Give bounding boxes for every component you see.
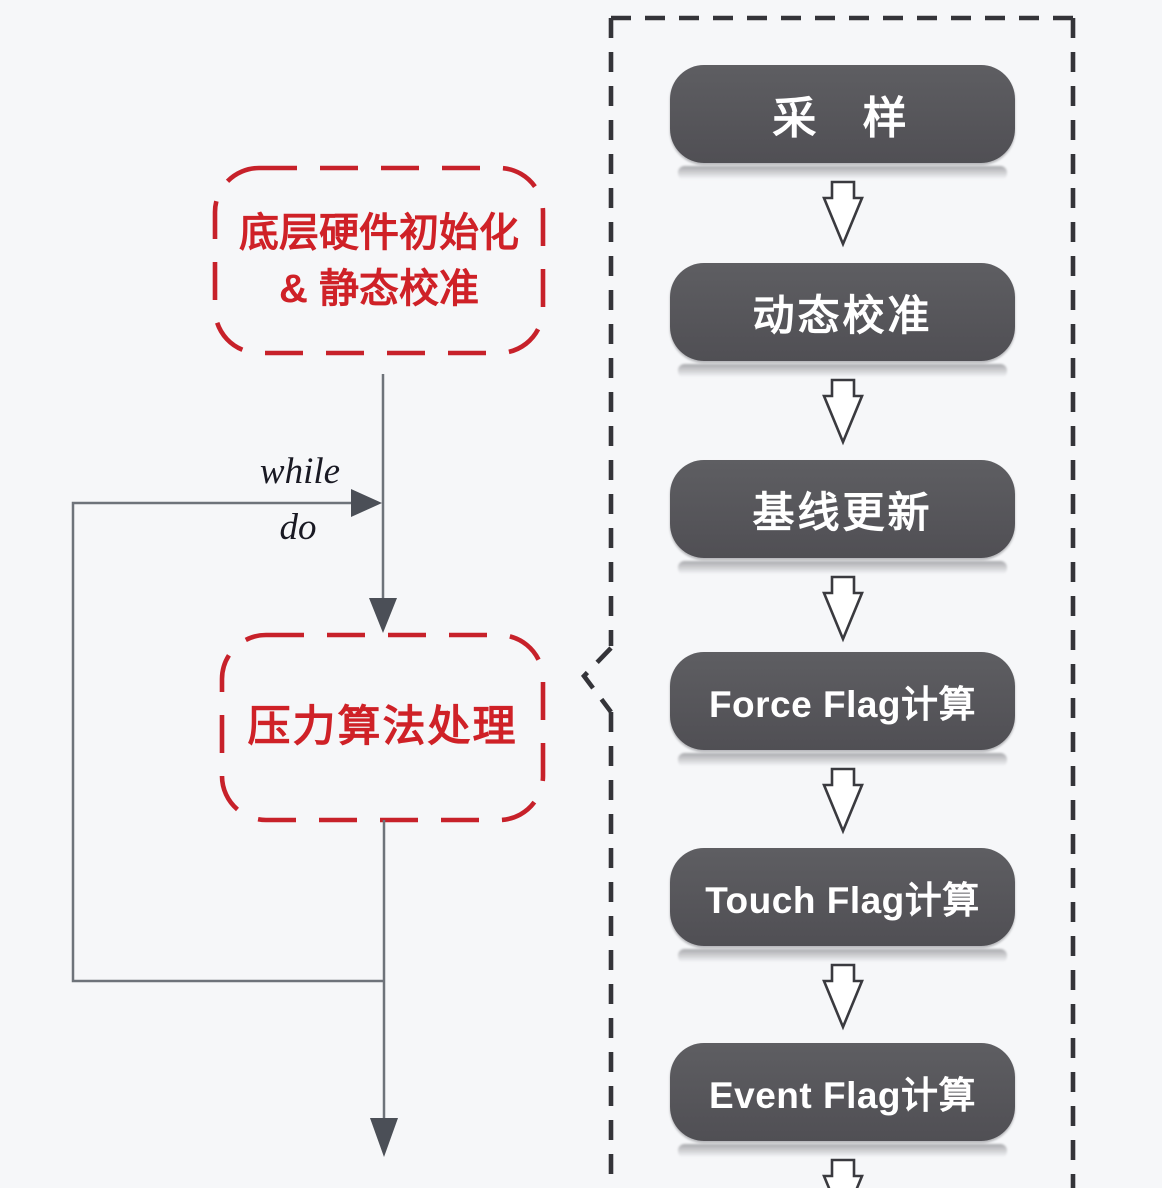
process-box-border	[219, 632, 546, 823]
init-box: 底层硬件初始化 & 静态校准	[215, 168, 543, 353]
process-box: 压力算法处理	[222, 635, 543, 820]
process-box-label: 压力算法处理	[247, 703, 518, 752]
while-label: while	[259, 451, 341, 492]
solid-arrowheads	[351, 489, 398, 1157]
step-event-flag: Event Flag计算	[670, 1043, 1015, 1141]
step-label: Touch Flag计算	[705, 880, 980, 921]
step-arrows	[822, 180, 864, 1188]
step-label: 动态校准	[752, 291, 933, 339]
step-label: 采 样	[772, 94, 913, 143]
loop-connector-lines	[71, 374, 386, 1120]
step-label: Event Flag计算	[708, 1075, 977, 1116]
hollow-down-arrow-icon	[822, 1158, 864, 1188]
step-dynamic-calibration: 动态校准	[670, 263, 1015, 361]
hollow-down-arrow-icon	[822, 378, 864, 446]
hollow-down-arrow-icon	[822, 963, 864, 1031]
do-label: do	[279, 507, 317, 548]
step-label: Force Flag计算	[708, 684, 977, 725]
panel-dashed-border	[580, 15, 1076, 1188]
hollow-down-arrow-icon	[822, 180, 864, 248]
hollow-down-arrow-icon	[822, 767, 864, 835]
hollow-down-arrow-icon	[822, 575, 864, 643]
down-arrowhead-icon	[370, 1118, 398, 1157]
init-box-line1: 底层硬件初始化	[239, 210, 519, 255]
init-box-line2: & 静态校准	[279, 266, 479, 311]
panel-callout-notch	[580, 646, 613, 714]
step-sampling: 采 样	[670, 65, 1015, 163]
while-loop-line	[71, 501, 384, 983]
step-touch-flag: Touch Flag计算	[670, 848, 1015, 946]
down-arrowhead-icon	[369, 598, 397, 633]
step-label: 基线更新	[752, 488, 933, 536]
step-force-flag: Force Flag计算	[670, 652, 1015, 750]
step-baseline-update: 基线更新	[670, 460, 1015, 558]
right-arrowhead-icon	[351, 489, 382, 517]
